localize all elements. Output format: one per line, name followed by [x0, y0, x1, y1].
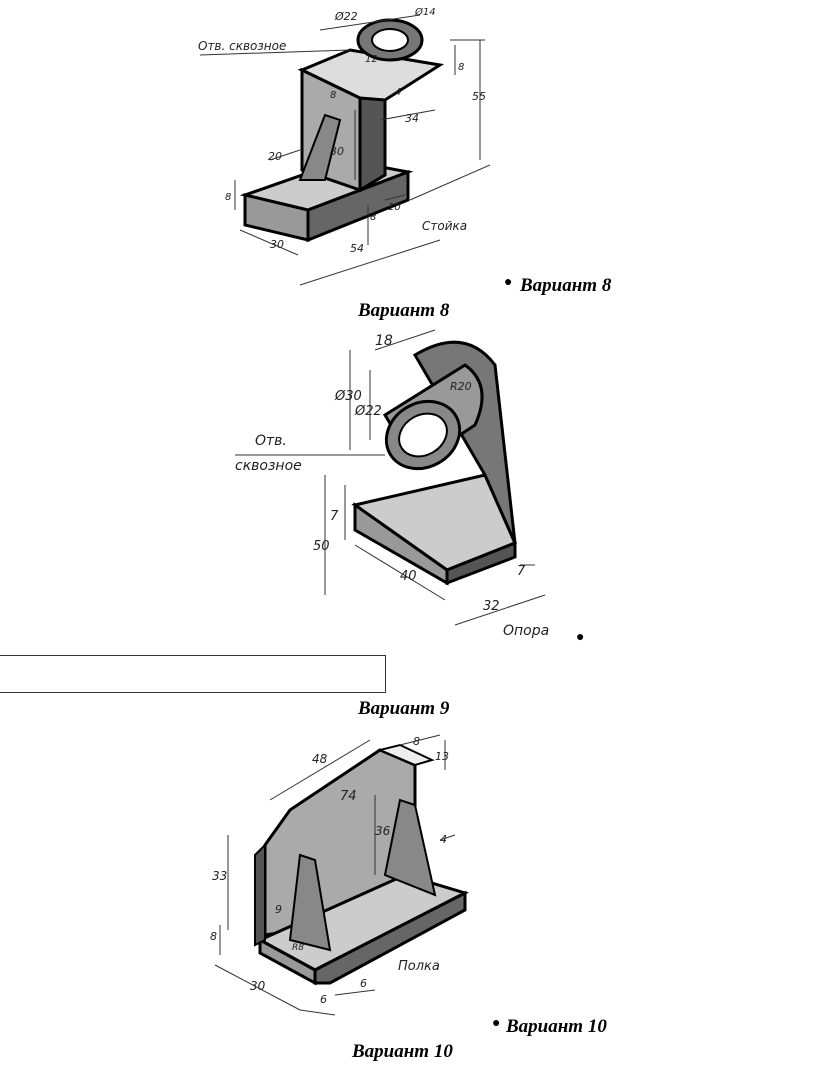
dim-text: 6	[360, 977, 367, 990]
dim-text: 30	[330, 145, 344, 158]
figure-polka-drawing: 48 8 13 74 36 4 33 9 8 R8 30 6 6 Полка	[210, 734, 469, 1016]
dim-text: 8	[413, 735, 420, 748]
dim-text: R20	[450, 380, 472, 393]
dim-text: 6	[320, 993, 327, 1006]
empty-text-box	[0, 655, 386, 693]
dim-text: 33	[212, 869, 227, 883]
part-name-2: Опора	[503, 623, 549, 639]
dim-text: Ø14	[414, 6, 436, 18]
dim-text: 40	[400, 569, 417, 584]
note-label-1: Отв. сквозное	[198, 39, 286, 53]
dim-text: 48	[312, 752, 328, 766]
bullet-1: ●	[504, 275, 513, 290]
dim-text: 10	[388, 202, 401, 213]
dim-text: 30	[270, 238, 284, 251]
dim-text: 54	[350, 242, 364, 255]
note-label-2b: сквозное	[235, 458, 302, 474]
dim-text: 8	[370, 212, 376, 223]
dim-text: 36	[375, 824, 391, 838]
dim-text: 20	[268, 150, 282, 163]
part-name-1: Стойка	[422, 219, 467, 233]
bullet-3: ●	[492, 1016, 501, 1031]
dim-text: 9	[275, 903, 282, 916]
dim-text: 7	[517, 564, 526, 579]
dim-text: 4	[440, 833, 447, 846]
dim-text: 74	[340, 789, 357, 804]
dim-text: 8	[458, 62, 464, 73]
caption-center-1: Вариант 8	[358, 300, 450, 321]
caption-center-2: Вариант 9	[358, 698, 450, 719]
bullet-2: ●	[576, 630, 585, 645]
dim-text: 13	[435, 750, 449, 763]
dim-text: 8	[210, 930, 217, 943]
caption-center-3: Вариант 10	[352, 1041, 453, 1062]
dim-text: 8	[225, 192, 231, 203]
dim-text: 8	[330, 90, 336, 101]
dim-text: 18	[375, 333, 393, 349]
dim-text: 12	[365, 54, 378, 65]
dim-text: R8	[292, 943, 304, 953]
dim-text: 55	[472, 90, 486, 103]
dim-text: Ø22	[354, 404, 382, 419]
dim-text: 7	[330, 509, 339, 524]
dim-text: 34	[405, 112, 419, 125]
dim-text: 32	[483, 599, 500, 614]
figure-stoyka-drawing: Отв. сквозное Ø22 Ø14 12 8 55 4 34 30 20…	[198, 6, 490, 286]
part-name-3: Полка	[398, 959, 440, 974]
dim-text: 4	[395, 87, 401, 98]
figure-opora-drawing: Отв. сквозное 18 Ø30 Ø22 R20 7 50 40 7 3…	[235, 329, 549, 639]
dim-text: 50	[313, 539, 330, 554]
caption-right-1: Вариант 8	[520, 275, 612, 296]
caption-right-3: Вариант 10	[506, 1016, 607, 1037]
dim-text: Ø30	[334, 389, 362, 404]
dim-text: 30	[250, 979, 266, 993]
dim-text: Ø22	[334, 10, 358, 23]
note-label-2a: Отв.	[255, 433, 287, 449]
